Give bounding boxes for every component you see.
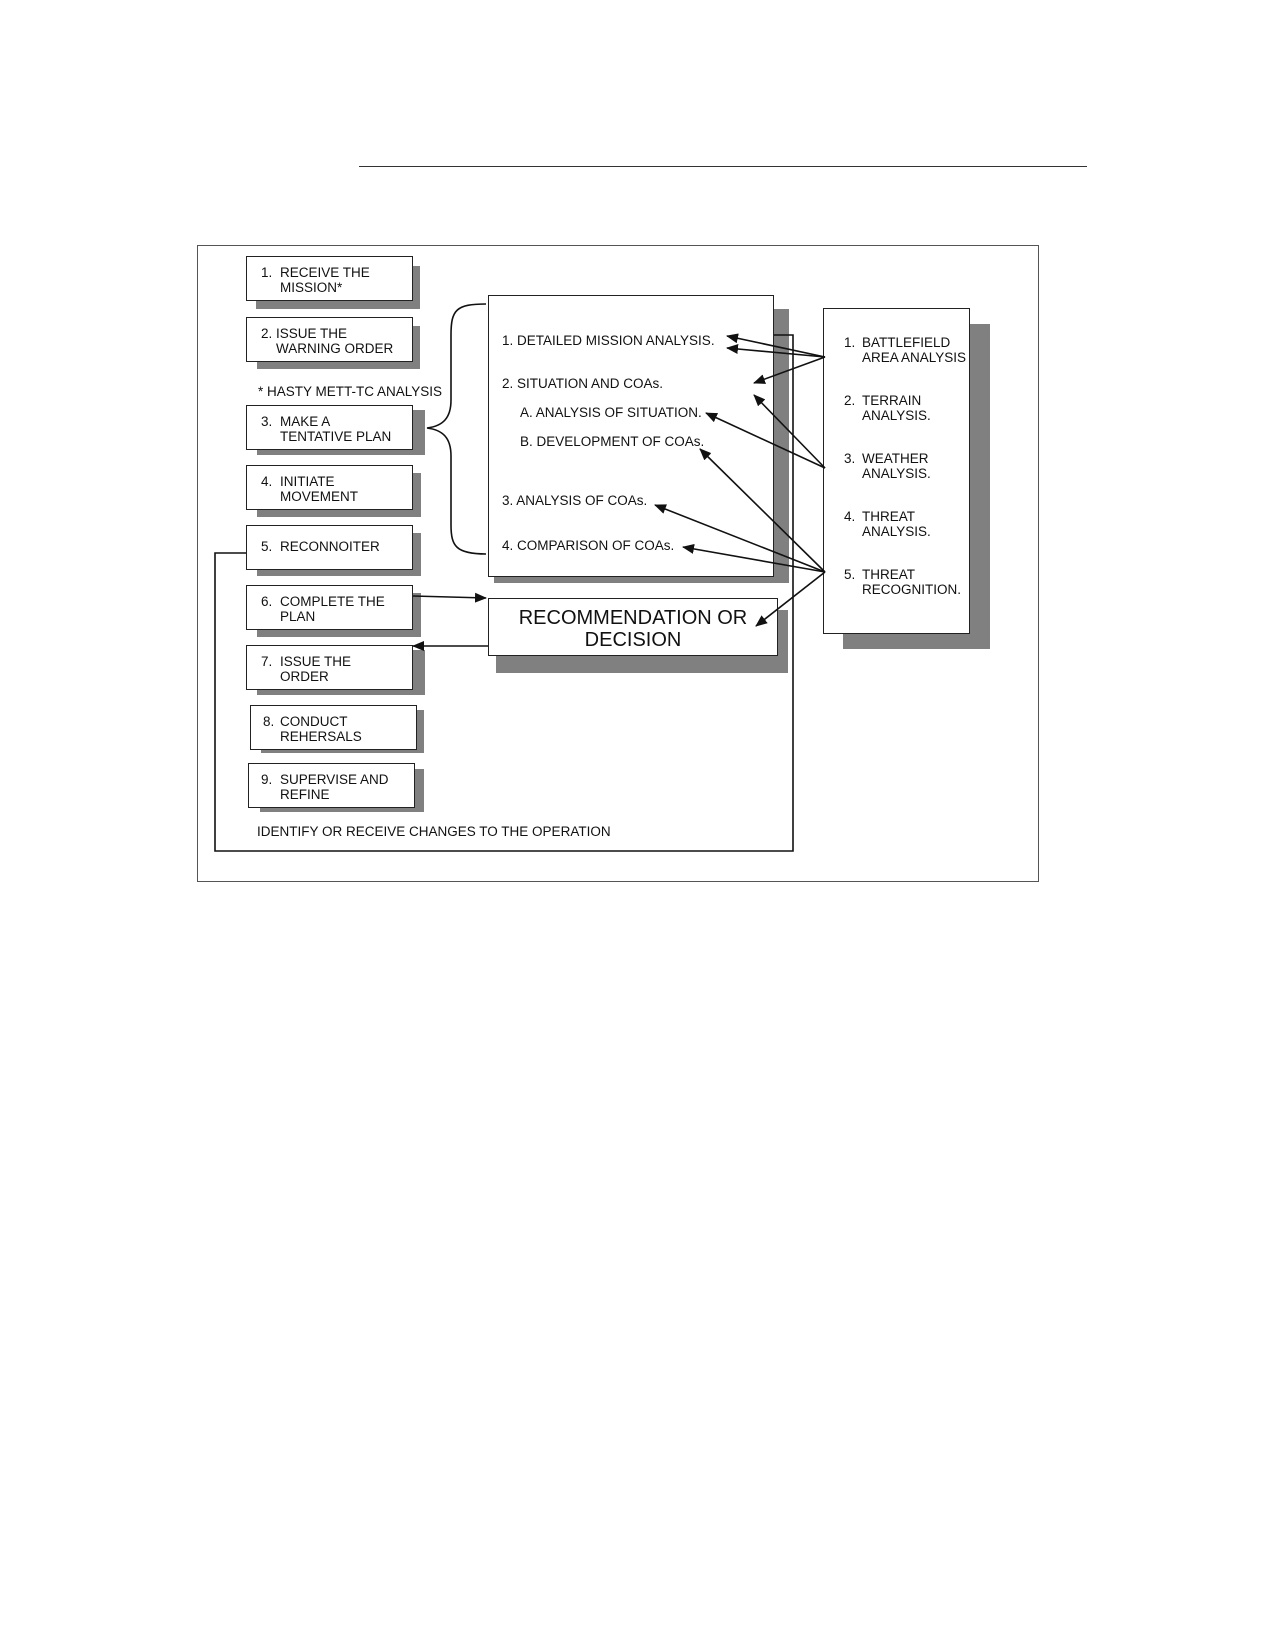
step-label: ISSUE THE WARNING ORDER bbox=[276, 326, 394, 356]
arrow-battlefield-to-mission-analysis-b bbox=[726, 344, 826, 358]
ipb-item-number: 3. bbox=[844, 451, 856, 466]
recommendation-decision-box: RECOMMENDATION OR DECISION bbox=[488, 598, 778, 656]
step-label: RECEIVE THE MISSION* bbox=[280, 265, 370, 295]
figure-frame bbox=[197, 245, 1039, 882]
step-number: 4. bbox=[261, 474, 273, 489]
step-reconnoiter: 5. RECONNOITER bbox=[246, 525, 413, 570]
ipb-item-number: 5. bbox=[844, 567, 856, 582]
step-issue-warning-order: 2. ISSUE THE WARNING ORDER bbox=[246, 317, 413, 362]
ipb-item-weather: WEATHER ANALYSIS. bbox=[862, 451, 931, 481]
ipb-item-number: 4. bbox=[844, 509, 856, 524]
step-issue-order: 7. ISSUE THE ORDER bbox=[246, 645, 413, 690]
step-number: 1. bbox=[261, 265, 273, 280]
analysis-item-mission-analysis: 1. DETAILED MISSION ANALYSIS. bbox=[502, 333, 715, 348]
step-number: 2. bbox=[261, 326, 273, 341]
step-label: RECONNOITER bbox=[280, 539, 380, 554]
step-number: 7. bbox=[261, 654, 273, 669]
step-number: 5. bbox=[261, 539, 273, 554]
arrow-threat-recognition-to-comparison bbox=[682, 543, 826, 573]
arrow-complete-plan-to-recommendation bbox=[412, 592, 487, 603]
step-supervise-refine: 9. SUPERVISE AND REFINE bbox=[248, 763, 415, 808]
step-label: CONDUCT REHERSALS bbox=[280, 714, 362, 744]
arrow-battlefield-to-situation bbox=[753, 356, 826, 384]
step-number: 9. bbox=[261, 772, 273, 787]
arrow-battlefield-to-mission-analysis-a bbox=[726, 333, 826, 358]
step-initiate-movement: 4. INITIATE MOVEMENT bbox=[246, 465, 413, 510]
analysis-item-comparison-coas: 4. COMPARISON OF COAs. bbox=[502, 538, 675, 553]
ipb-item-threat-analysis: THREAT ANALYSIS. bbox=[862, 509, 931, 539]
step-receive-mission: 1. RECEIVE THE MISSION* bbox=[246, 256, 413, 301]
step-number: 8. bbox=[263, 714, 275, 729]
analysis-item-situation-coas: 2. SITUATION AND COAs. bbox=[502, 376, 664, 391]
step-label: ISSUE THE ORDER bbox=[280, 654, 352, 684]
hasty-analysis-note: * HASTY METT-TC ANALYSIS bbox=[258, 384, 443, 399]
arrow-weather-to-situation bbox=[753, 394, 826, 469]
feedback-loop-line bbox=[214, 334, 794, 852]
ipb-item-number: 1. bbox=[844, 335, 856, 350]
recommendation-decision-label: RECOMMENDATION OR DECISION bbox=[518, 607, 748, 651]
arrow-threat-recognition-to-recommendation bbox=[755, 571, 826, 627]
ipb-item-terrain: TERRAIN ANALYSIS. bbox=[862, 393, 931, 423]
ipb-item-battlefield-area: BATTLEFIELD AREA ANALYSIS bbox=[862, 335, 967, 365]
feedback-loop-label: IDENTIFY OR RECEIVE CHANGES TO THE OPERA… bbox=[257, 824, 611, 839]
step-make-tentative-plan: 3. MAKE A TENTATIVE PLAN bbox=[246, 405, 413, 450]
header-rule bbox=[359, 166, 1087, 167]
arrow-threat-recognition-to-analysis-coas bbox=[654, 504, 826, 573]
analysis-item-development-coas: B. DEVELOPMENT OF COAs. bbox=[520, 434, 705, 449]
step-label: MAKE A TENTATIVE PLAN bbox=[280, 414, 392, 444]
ipb-analysis-box: 1. BATTLEFIELD AREA ANALYSIS 2. TERRAIN … bbox=[823, 308, 970, 634]
planning-brace bbox=[426, 303, 487, 555]
ipb-item-number: 2. bbox=[844, 393, 856, 408]
step-complete-plan: 6. COMPLETE THE PLAN bbox=[246, 585, 413, 630]
step-label: INITIATE MOVEMENT bbox=[280, 474, 359, 504]
ipb-item-threat-recognition: THREAT RECOGNITION. bbox=[862, 567, 962, 597]
arrow-weather-to-analysis-situation bbox=[705, 412, 826, 469]
analysis-item-analysis-situation: A. ANALYSIS OF SITUATION. bbox=[520, 405, 702, 420]
step-number: 3. bbox=[261, 414, 273, 429]
step-label: COMPLETE THE PLAN bbox=[280, 594, 385, 624]
step-label: SUPERVISE AND REFINE bbox=[280, 772, 389, 802]
step-number: 6. bbox=[261, 594, 273, 609]
step-conduct-rehearsals: 8. CONDUCT REHERSALS bbox=[250, 705, 417, 750]
arrow-threat-recognition-to-development bbox=[699, 448, 826, 573]
analysis-item-analysis-coas: 3. ANALYSIS OF COAs. bbox=[502, 493, 648, 508]
